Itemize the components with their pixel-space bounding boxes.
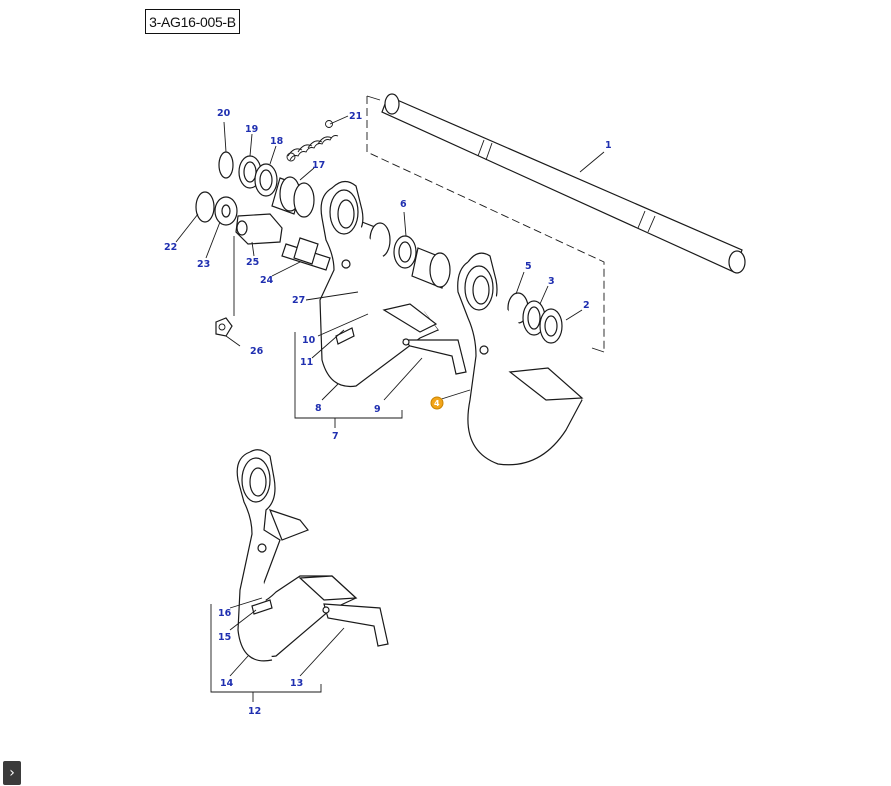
callout-11: 11 [300,357,313,368]
callout-23: 23 [197,259,210,270]
brake-pedal [457,252,584,466]
callout-6: 6 [400,199,407,210]
callout-15: 15 [218,632,231,643]
return-spring [286,120,339,162]
right-circlips [507,292,563,344]
callout-13: 13 [290,678,303,689]
callout-25: 25 [246,257,259,268]
callout-22: 22 [164,242,177,253]
sidebar-toggle-button[interactable]: › [3,761,21,785]
cross-shaft [381,93,746,274]
callout-21: 21 [349,111,362,122]
figure-reference-code: 3-AG16-005-B [145,9,240,34]
callout-24: 24 [260,275,274,286]
callout-labels: 1 2 3 4 5 6 7 8 9 10 11 12 13 14 15 16 1… [164,108,612,717]
second-pedal-assembly [236,449,389,662]
callout-4: 4 [434,399,440,408]
callout-20: 20 [217,108,231,119]
callout-1: 1 [605,140,612,151]
leader-lines [175,115,605,677]
callout-14: 14 [220,678,234,689]
callout-19: 19 [245,124,258,135]
group-brackets [210,332,403,702]
callout-18: 18 [270,136,284,147]
clutch-pedal-assembly [319,180,467,388]
callout-3: 3 [548,276,555,287]
assembly-bracket [366,95,605,353]
callout-26: 26 [250,346,264,357]
callout-8: 8 [315,403,322,414]
callout-4-highlight [430,396,444,410]
callout-27: 27 [292,295,305,306]
callout-17: 17 [312,160,325,171]
callout-5: 5 [525,261,532,272]
callout-2: 2 [583,300,590,311]
callout-9: 9 [374,404,381,415]
callout-7: 7 [332,431,339,442]
callout-12: 12 [248,706,261,717]
chevron-right-icon: › [9,765,15,781]
callout-10: 10 [302,335,316,346]
callout-16: 16 [218,608,232,619]
